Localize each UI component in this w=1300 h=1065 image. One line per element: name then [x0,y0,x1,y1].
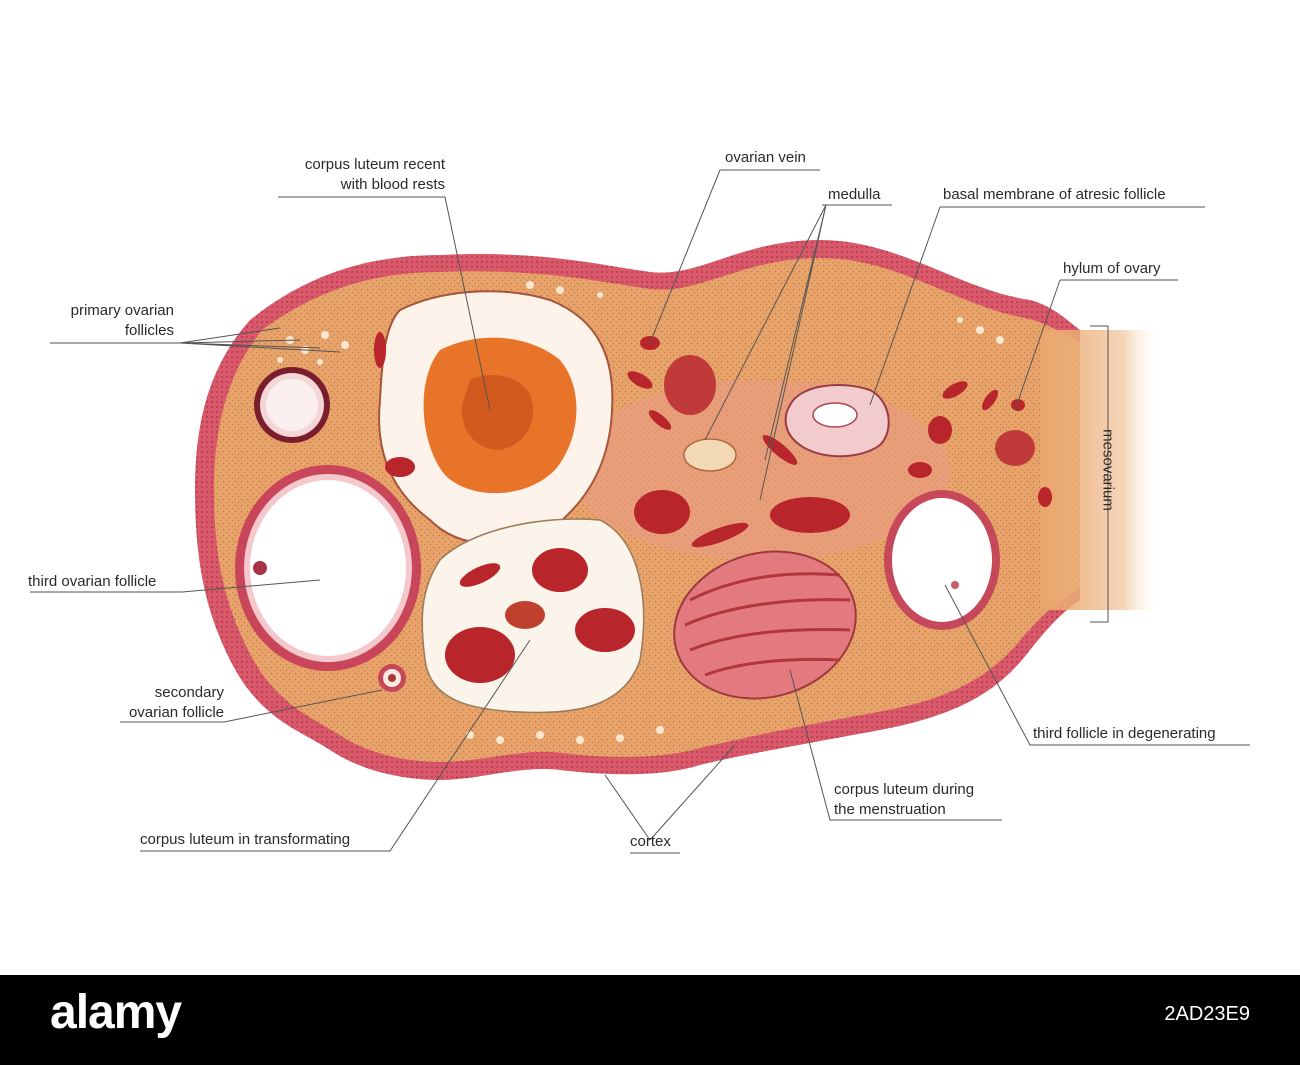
leader-transformating [140,639,531,852]
leader-medulla [704,204,892,501]
blood-vessels [374,332,1052,587]
brand-logo: alamy [50,986,182,1039]
label-hylum: hylum of ovary [1063,260,1161,277]
label-third-ovarian-follicle: third ovarian follicle [28,573,157,590]
label-mesovarium: mesovarium [1099,429,1117,511]
diagram-canvas: corpus luteum recent with blood rests ov… [28,149,1250,854]
leader-ovarian-vein [649,169,820,344]
mesovarium-bracket [1090,325,1109,623]
label-secondary-follicle: secondary ovarian follicle [128,684,224,721]
secondary-follicle [378,664,406,692]
ovary-illustration [30,169,1250,854]
leader-corpus-luteum-recent [278,196,491,411]
third-ovarian-follicle [235,465,421,671]
corpus-luteum-transformating [421,518,645,714]
label-corpus-luteum-menstruation: corpus luteum during the menstruation [834,781,975,818]
leader-third-follicle [30,579,321,593]
mesovarium-fade [1040,330,1160,610]
label-third-degenerating: third follicle in degenerating [1033,725,1216,742]
leader-menstruation [789,669,1002,821]
label-ovarian-vein: ovarian vein [725,149,806,166]
leader-hylum [1014,279,1178,411]
label-corpus-luteum-transformating: corpus luteum in transformating [140,831,351,848]
watermark-bar: alamy 2AD23E9 [0,975,1300,1065]
leader-primary-follicles [50,327,341,353]
label-basal-membrane: basal membrane of atresic follicle [943,186,1166,203]
atresic-follicle [784,384,890,458]
leader-third-degenerating [944,584,1250,746]
follicle-small-top-left [254,367,330,443]
leader-lines [30,169,1250,854]
label-primary-follicles: primary ovarian follicles [70,302,174,339]
label-medulla: medulla [828,186,881,203]
third-follicle-degenerating [884,490,1000,630]
leader-secondary-follicle [120,689,383,723]
label-corpus-luteum-recent: corpus luteum recent with blood rests [304,156,445,193]
leader-basal-membrane [869,206,1205,406]
corpus-luteum-menstruation [673,550,857,700]
image-code: 2AD23E9 [1164,1003,1250,1025]
leader-cortex [604,744,736,854]
label-cortex: cortex [630,833,671,850]
